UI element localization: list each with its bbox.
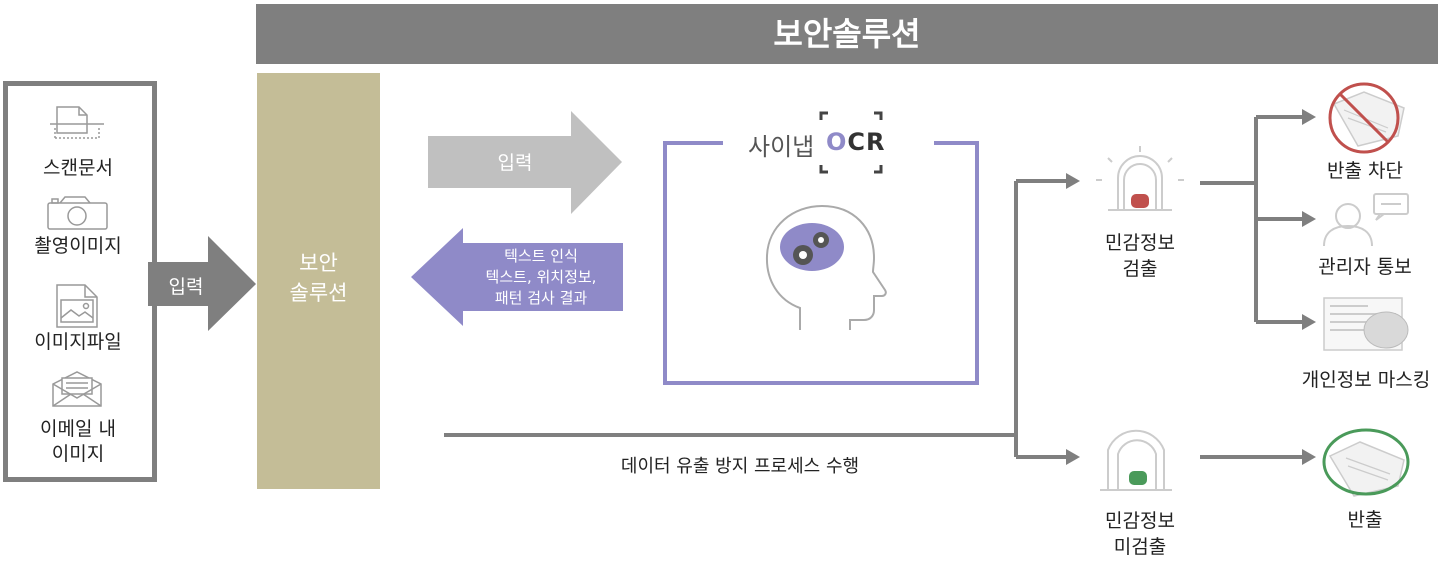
security-solution-label: 보안 솔루션: [289, 251, 348, 305]
masking-icon: [1323, 297, 1409, 351]
page-title: 보안솔루션: [773, 15, 921, 53]
outcome-allow-label: 반출: [1347, 509, 1383, 531]
source-box: [3, 81, 157, 482]
input-label-right: 입력: [497, 152, 533, 174]
ocr-box-top-left: [663, 141, 723, 145]
return-arrow: [411, 228, 623, 326]
camera-icon: [47, 196, 108, 230]
input-arrow-left: [148, 236, 256, 331]
source-label-scan: 스캔문서: [43, 157, 113, 179]
detected-label: 민감정보 검출: [1105, 232, 1175, 280]
title-bar: [256, 4, 1438, 64]
alarm-green-light: [1129, 471, 1147, 485]
brain-head-icon: [765, 204, 887, 330]
admin-user-icon: [1323, 193, 1409, 247]
branch-lines: [1200, 115, 1304, 459]
email-icon: [52, 371, 102, 407]
allow-icon: [1322, 428, 1410, 497]
alarm-red-icon: [1096, 146, 1184, 211]
process-label: 데이터 유출 방지 프로세스 수행: [620, 456, 860, 477]
ocr-bracket-icon: [819, 111, 883, 174]
not-detected-label: 민감정보 미검출: [1105, 510, 1175, 558]
scan-document-icon: [50, 106, 104, 139]
ocr-box-top-right: [934, 141, 975, 145]
outcome-notify-label: 관리자 통보: [1318, 256, 1412, 278]
source-label-image: 이미지파일: [34, 331, 122, 353]
alarm-red-light: [1131, 194, 1149, 208]
outcome-mask-label: 개인정보 마스킹: [1301, 369, 1431, 391]
alarm-green-icon: [1100, 429, 1172, 491]
input-arrow-right: [428, 111, 622, 214]
source-label-email: 이메일 내 이미지: [40, 418, 116, 465]
ocr-brand-prefix: 사이냅: [748, 133, 815, 161]
ocr-engine-box: [663, 141, 979, 385]
image-file-icon: [56, 284, 98, 328]
return-arrow-label: 텍스트 인식 텍스트, 위치정보, 패턴 검사 결과: [485, 247, 597, 307]
block-icon: [1328, 82, 1405, 154]
ocr-brand-suffix: OCR: [826, 128, 886, 156]
outcome-block-label: 반출 차단: [1327, 160, 1403, 182]
security-solution-box: [257, 73, 380, 489]
source-label-photo: 촬영이미지: [34, 235, 122, 257]
process-line: [444, 179, 1066, 459]
input-label-left: 입력: [168, 276, 204, 298]
